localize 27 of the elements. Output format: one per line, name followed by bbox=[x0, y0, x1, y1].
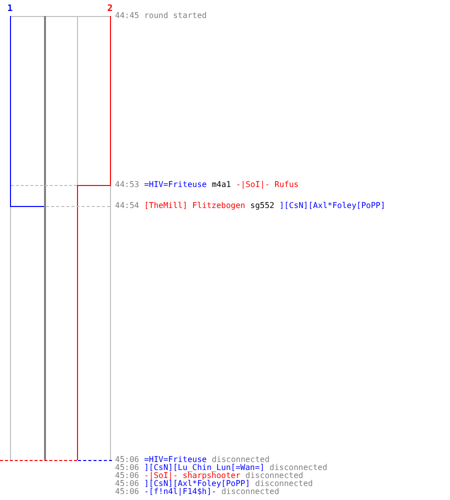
player-name: [TheMill] Flitzebogen bbox=[144, 202, 246, 210]
timestamp: 45:06 bbox=[115, 472, 140, 480]
player-name: =HIV=Friteuse bbox=[144, 456, 207, 464]
event-text: disconnected bbox=[245, 472, 304, 480]
player-name: -[f!n4l|F14$h]- bbox=[144, 488, 216, 496]
player-name: ][CsN][Axl*Foley[PoPP] bbox=[279, 202, 386, 210]
event-text: round started bbox=[144, 12, 207, 20]
event-text: disconnected bbox=[221, 488, 280, 496]
timestamp: 45:06 bbox=[115, 456, 140, 464]
event-text: disconnected bbox=[270, 464, 328, 472]
lane-number: 1 bbox=[7, 5, 13, 14]
weapon-name: sg552 bbox=[250, 202, 274, 210]
event-text: disconnected bbox=[255, 480, 313, 488]
player-name: -|SoI|- sharpshooter bbox=[144, 472, 240, 480]
timestamp: 45:06 bbox=[115, 464, 140, 472]
timestamp: 44:53 bbox=[115, 181, 140, 189]
timestamp: 45:06 bbox=[115, 488, 140, 496]
timestamp: 44:54 bbox=[115, 202, 140, 210]
weapon-name: m4a1 bbox=[212, 181, 231, 189]
player-name: ][CsN][Lu_Chin_Lun[=Wan=] bbox=[144, 464, 265, 472]
player-name: ][CsN][Axl*Foley[PoPP] bbox=[144, 480, 250, 488]
event-text: disconnected bbox=[212, 456, 270, 464]
player-name: -|SoI|- Rufus bbox=[236, 181, 299, 189]
timestamp: 45:06 bbox=[115, 480, 140, 488]
timestamp: 44:45 bbox=[115, 12, 140, 20]
lane-number: 2 bbox=[107, 5, 113, 14]
player-name: =HIV=Friteuse bbox=[144, 181, 207, 189]
